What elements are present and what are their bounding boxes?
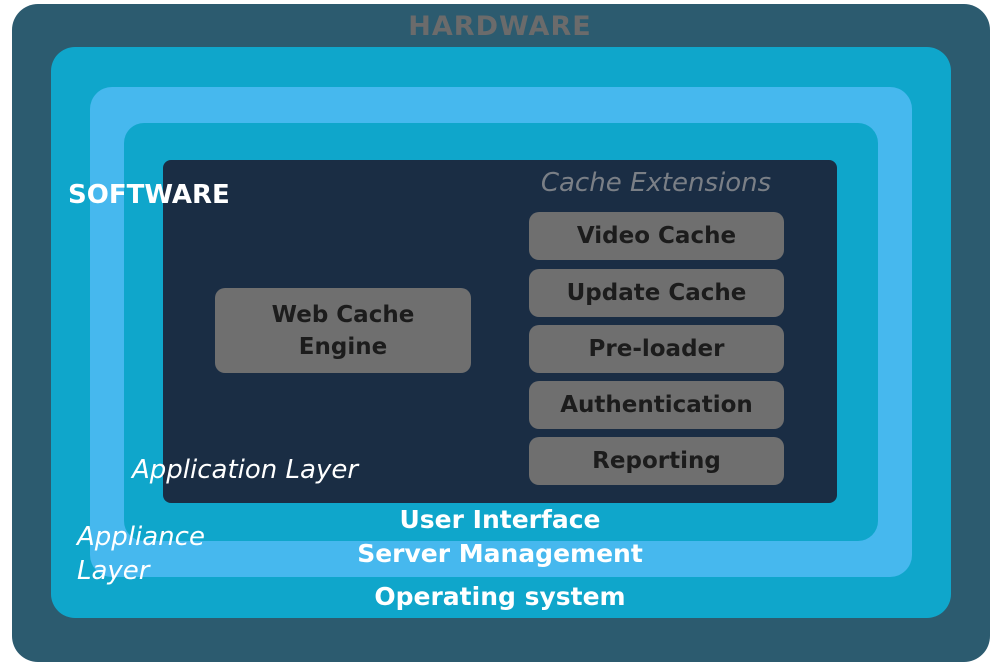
- server-management-label: Server Management: [357, 539, 643, 568]
- application-layer-label: Application Layer: [132, 455, 359, 485]
- appliance-layer-label-line1: Appliance: [77, 522, 205, 552]
- appliance-layer-label-line2: Layer: [77, 556, 150, 586]
- hardware-label: HARDWARE: [408, 11, 592, 42]
- operating-system-label: Operating system: [374, 582, 626, 611]
- software-label: SOFTWARE: [68, 180, 230, 210]
- web-cache-engine-box: Web Cache Engine: [215, 288, 471, 373]
- pre-loader-box: Pre-loader: [529, 325, 784, 373]
- video-cache-box: Video Cache: [529, 212, 784, 260]
- cache-extensions-title: Cache Extensions: [540, 168, 772, 198]
- web-cache-engine-line1: Web Cache: [271, 301, 415, 328]
- user-interface-label: User Interface: [399, 505, 601, 534]
- authentication-box: Authentication: [529, 381, 784, 429]
- update-cache-box: Update Cache: [529, 269, 784, 317]
- reporting-box: Reporting: [529, 437, 784, 485]
- appliance-layer-label: Appliance Layer: [77, 520, 205, 588]
- web-cache-engine-line2: Engine: [298, 333, 388, 360]
